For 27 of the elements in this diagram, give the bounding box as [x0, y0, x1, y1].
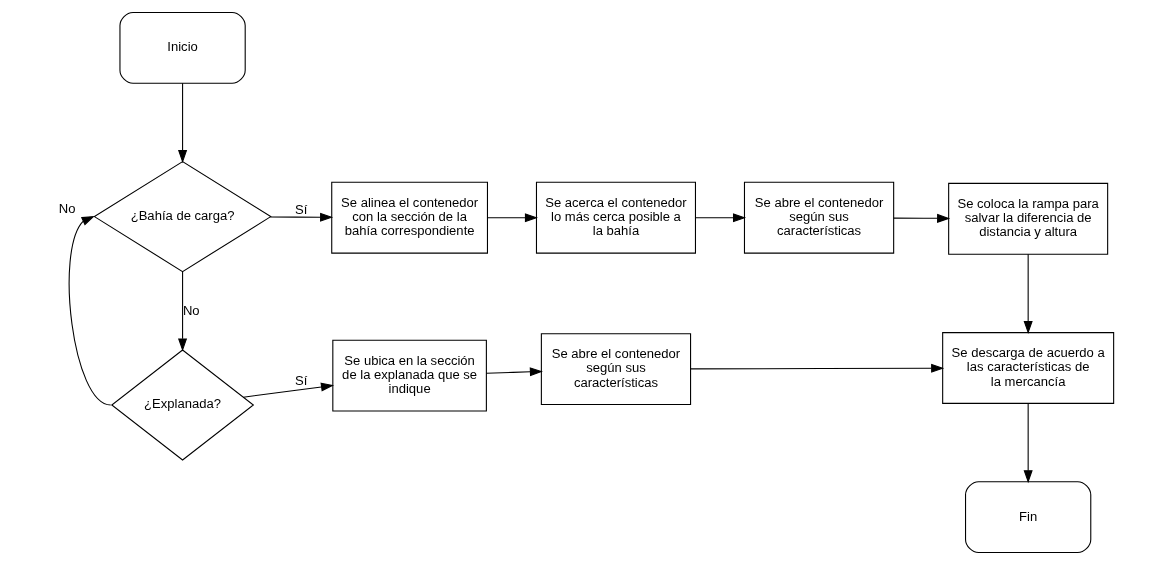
edge-label: No — [58, 200, 76, 216]
edge-label: Sí — [295, 202, 308, 217]
arrow — [485, 367, 543, 377]
node-box: Se abre el contenedor según sus características — [540, 333, 692, 405]
arrow — [68, 215, 112, 406]
node-box: Se ubica en la sección de la explanada que se indique — [332, 339, 487, 412]
node-box: Se alinea el contenedor con la sección de la bahía correspondiente — [331, 181, 488, 254]
arrow — [178, 82, 188, 164]
arrow — [1023, 402, 1033, 484]
arrow — [242, 382, 335, 398]
arrow — [178, 271, 188, 352]
node-box: Inicio — [119, 11, 246, 84]
arrow — [487, 213, 538, 223]
edge-label: Sí — [295, 372, 308, 388]
node-box: Se descarga de acuerdo a las características de la mercancía — [942, 332, 1115, 404]
arrow — [690, 363, 945, 373]
arrow — [695, 213, 747, 223]
arrow — [269, 212, 334, 222]
node-box: Fin — [965, 481, 1092, 554]
node-box: Se abre el contenedor según sus características — [743, 181, 895, 254]
arrow — [893, 213, 951, 223]
node-box: Se acerca el contenedor lo más cerca posible a la bahía — [535, 181, 696, 254]
node-diamond: ¿Explanada? — [110, 349, 255, 461]
edge-label: No — [182, 302, 200, 318]
node-diamond: ¿Bahía de carga? — [93, 160, 272, 273]
arrow — [1023, 253, 1033, 335]
node-box: Se coloca la rampa para salvar la diferencia de distancia y altura — [948, 182, 1109, 255]
